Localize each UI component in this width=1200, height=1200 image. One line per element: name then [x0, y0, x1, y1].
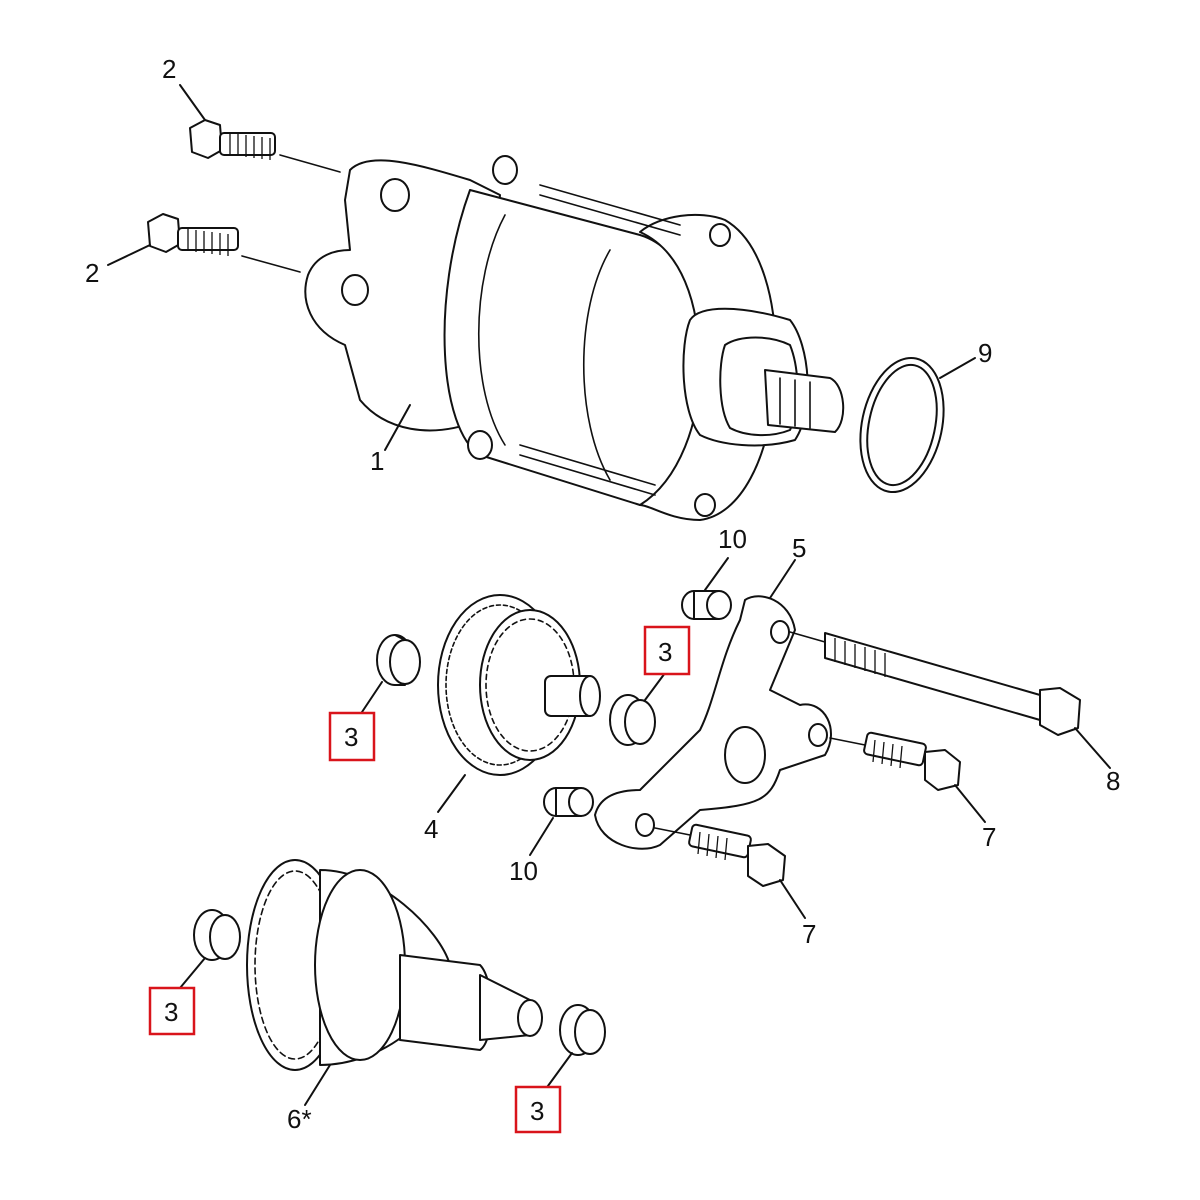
needle-bearing-a — [376, 634, 421, 686]
callout-idler-gear: 4 — [424, 814, 438, 844]
bolt-bottom — [654, 823, 786, 887]
callout-bolt-lower: 2 — [85, 258, 99, 288]
mounting-bolt-lower — [147, 213, 301, 273]
callout-bearing-c: 3 — [164, 997, 178, 1027]
mounting-bolt-upper — [189, 119, 341, 173]
callout-bearing-d: 3 — [530, 1096, 544, 1126]
highlight-box-bearing-c — [148, 986, 196, 1036]
dowel-pin-upper — [681, 590, 732, 620]
long-bolt — [789, 631, 1081, 736]
callout-starter-motor: 1 — [370, 446, 384, 476]
dowel-pin-lower — [543, 787, 594, 817]
needle-bearing-d — [559, 1004, 606, 1056]
bolt-right — [829, 731, 961, 791]
callout-dowel-upper: 10 — [718, 524, 747, 554]
needle-bearing-c — [193, 909, 241, 961]
starter-clutch — [246, 859, 543, 1071]
gear-bracket — [594, 595, 832, 850]
callout-dowel-lower: 10 — [509, 856, 538, 886]
highlight-box-bearing-d — [514, 1085, 562, 1134]
leader-lines — [107, 84, 1111, 1106]
callout-bolt-bottom: 7 — [802, 919, 816, 949]
callout-bearing-b: 3 — [658, 637, 672, 667]
callout-o-ring: 9 — [978, 338, 992, 368]
starter-motor — [304, 155, 845, 521]
o-ring — [859, 356, 945, 494]
highlight-box-bearing-a — [328, 711, 376, 762]
callout-bolt-upper: 2 — [162, 54, 176, 84]
callout-starter-clutch: 6* — [287, 1104, 312, 1134]
callout-bracket: 5 — [792, 533, 806, 563]
idler-gear — [437, 594, 601, 776]
callout-long-bolt: 8 — [1106, 766, 1120, 796]
highlight-box-bearing-b — [643, 625, 691, 676]
callout-bolt-right: 7 — [982, 822, 996, 852]
callout-bearing-a: 3 — [344, 722, 358, 752]
needle-bearing-b — [609, 694, 656, 746]
